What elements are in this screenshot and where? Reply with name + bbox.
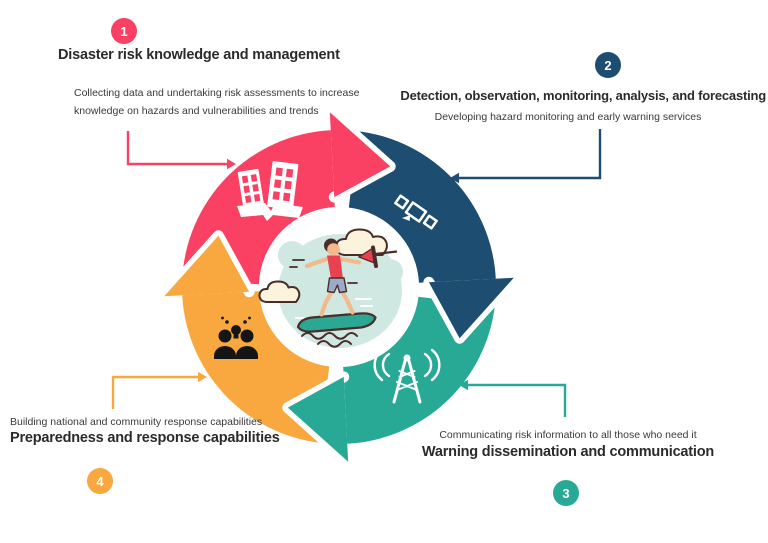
step-number: 1 [120, 23, 128, 39]
step-number-badge-1: 1 [111, 18, 137, 44]
step-1-description: Collecting data and undertaking risk ass… [74, 87, 360, 118]
connector-arrow-1 [126, 131, 236, 170]
step-4-description: Building national and community response… [10, 416, 263, 428]
step-1-title: Disaster risk knowledge and management [58, 47, 340, 63]
step-number: 4 [96, 473, 104, 489]
people-idea-icon [214, 316, 258, 359]
step-number-badge-3: 3 [553, 480, 579, 506]
step-number: 3 [562, 485, 570, 501]
cycle-arrowhead-4 [164, 235, 250, 297]
cycle-arrowhead-1 [329, 112, 391, 198]
step-4-title: Preparedness and response capabilities [10, 430, 280, 446]
step-2-title: Detection, observation, monitoring, anal… [400, 88, 766, 103]
step-number-badge-4: 4 [87, 468, 113, 494]
connector-arrow-3 [459, 379, 567, 417]
surfer-illustration [258, 207, 419, 367]
cycle-arrowhead-3 [287, 376, 349, 462]
step-number-badge-2: 2 [595, 52, 621, 78]
step-number: 2 [604, 57, 612, 73]
step-2-description: Developing hazard monitoring and early w… [434, 111, 702, 123]
connector-arrow-4 [111, 371, 207, 409]
cycle-arrowhead-2 [428, 277, 514, 339]
connector-arrow-2 [450, 129, 602, 184]
step-3-description: Communicating risk information to all th… [439, 429, 697, 441]
damaged-buildings-icon [237, 161, 303, 221]
step-3-title: Warning dissemination and communication [421, 444, 715, 460]
